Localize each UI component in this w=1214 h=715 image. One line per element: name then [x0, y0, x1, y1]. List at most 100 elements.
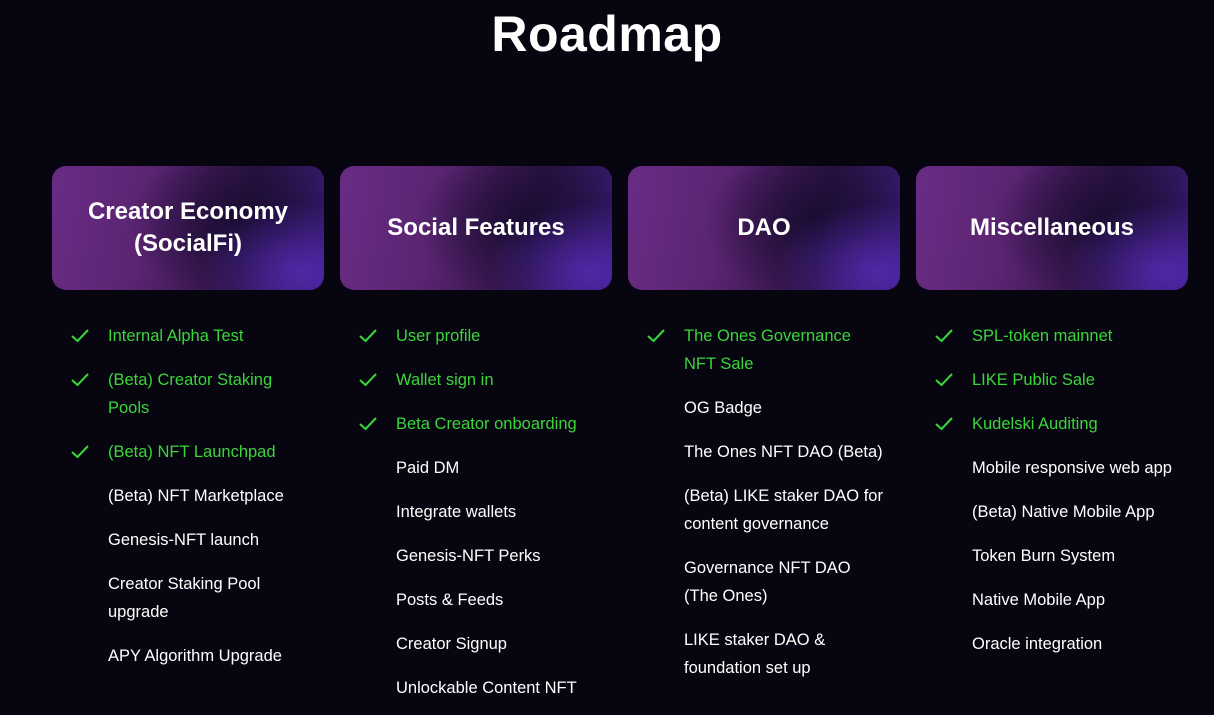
milestone-item: OG Badge: [628, 394, 900, 422]
milestone-label: Genesis-NFT Perks: [396, 547, 541, 565]
milestone-item: User profile: [340, 322, 612, 350]
check-placeholder: [934, 454, 954, 482]
check-icon: [934, 366, 954, 394]
milestone-item: Kudelski Auditing: [916, 410, 1188, 438]
milestone-item: The Ones NFT DAO (Beta): [628, 438, 900, 466]
column-title: Social Features: [387, 214, 565, 241]
check-placeholder: [934, 630, 954, 658]
milestone-item: Wallet sign in: [340, 366, 612, 394]
column-title: Miscellaneous: [969, 214, 1135, 241]
check-icon: [934, 322, 954, 350]
milestone-label: Genesis-NFT launch: [108, 531, 260, 549]
milestone-item: Beta Creator onboarding: [340, 410, 612, 438]
milestone-label: LIKE Public Sale: [972, 371, 1095, 389]
milestone-label: Token Burn System: [972, 547, 1116, 565]
check-placeholder: [646, 554, 666, 582]
milestone-label: (Beta) LIKE staker DAO for content gover…: [684, 487, 883, 533]
check-placeholder: [358, 542, 378, 570]
milestone-label: Governance NFT DAO (The Ones): [684, 559, 851, 605]
milestone-item: LIKE Public Sale: [916, 366, 1188, 394]
milestone-item: Mobile responsive web app: [916, 454, 1188, 482]
milestone-item: APY Algorithm Upgrade: [52, 642, 324, 670]
check-placeholder: [934, 542, 954, 570]
check-placeholder: [646, 626, 666, 654]
column-title: DAO: [737, 214, 791, 241]
milestone-label: The Ones Governance NFT Sale: [684, 327, 851, 373]
milestone-label: (Beta) Native Mobile App: [972, 503, 1155, 521]
milestone-label: Mobile responsive web app: [972, 459, 1172, 477]
column-header-card: Social Features: [340, 166, 612, 290]
check-icon: [646, 322, 666, 350]
check-placeholder: [70, 570, 90, 598]
roadmap-column-dao: DAO The Ones Governance NFT Sale OG Badge…: [628, 166, 900, 715]
milestone-item: Creator Staking Pool upgrade: [52, 570, 324, 626]
check-placeholder: [646, 394, 666, 422]
milestone-item: LIKE staker DAO & foundation set up: [628, 626, 900, 682]
milestone-label: SPL-token mainnet: [972, 327, 1113, 345]
milestone-item: The Ones Governance NFT Sale: [628, 322, 900, 378]
milestone-label: Unlockable Content NFT: [396, 679, 577, 697]
check-placeholder: [358, 498, 378, 526]
check-placeholder: [646, 482, 666, 510]
milestone-item: (Beta) NFT Launchpad: [52, 438, 324, 466]
check-placeholder: [70, 526, 90, 554]
milestone-item: Paid DM: [340, 454, 612, 482]
column-header-card: Creator Economy (SocialFi): [52, 166, 324, 290]
column-title: Creator Economy (SocialFi): [87, 198, 289, 257]
check-icon: [358, 366, 378, 394]
check-placeholder: [70, 482, 90, 510]
check-placeholder: [70, 642, 90, 670]
milestone-label: Creator Signup: [396, 635, 507, 653]
check-placeholder: [934, 498, 954, 526]
milestone-item: Creator Signup: [340, 630, 612, 658]
milestone-item: (Beta) LIKE staker DAO for content gover…: [628, 482, 900, 538]
check-placeholder: [358, 586, 378, 614]
check-icon: [934, 410, 954, 438]
column-header-card: DAO: [628, 166, 900, 290]
milestone-item: Integrate wallets: [340, 498, 612, 526]
check-placeholder: [934, 586, 954, 614]
check-placeholder: [358, 674, 378, 702]
check-placeholder: [358, 454, 378, 482]
milestone-item: (Beta) Native Mobile App: [916, 498, 1188, 526]
check-icon: [358, 410, 378, 438]
check-icon: [358, 322, 378, 350]
roadmap-column-creator-economy: Creator Economy (SocialFi) Internal Alph…: [52, 166, 324, 715]
milestone-label: (Beta) Creator Staking Pools: [108, 371, 273, 417]
milestone-item: Genesis-NFT launch: [52, 526, 324, 554]
milestone-label: APY Algorithm Upgrade: [108, 647, 282, 665]
milestone-label: Oracle integration: [972, 635, 1103, 653]
check-placeholder: [358, 630, 378, 658]
milestone-list: Internal Alpha Test (Beta) Creator Stakin…: [52, 322, 324, 670]
check-icon: [70, 322, 90, 350]
milestone-label: Creator Staking Pool upgrade: [108, 575, 261, 621]
milestone-label: (Beta) NFT Marketplace: [108, 487, 284, 505]
milestone-label: Kudelski Auditing: [972, 415, 1098, 433]
milestone-label: OG Badge: [684, 399, 762, 417]
milestone-item: Token Burn System: [916, 542, 1188, 570]
milestone-label: Posts & Feeds: [396, 591, 504, 609]
check-icon: [70, 438, 90, 466]
check-icon: [70, 366, 90, 394]
milestone-item: Internal Alpha Test: [52, 322, 324, 350]
milestone-item: Genesis-NFT Perks: [340, 542, 612, 570]
milestone-label: (Beta) NFT Launchpad: [108, 443, 276, 461]
milestone-item: Unlockable Content NFT: [340, 674, 612, 702]
milestone-label: LIKE staker DAO & foundation set up: [684, 631, 826, 677]
milestone-label: The Ones NFT DAO (Beta): [684, 443, 883, 461]
milestone-label: Native Mobile App: [972, 591, 1105, 609]
milestone-label: Beta Creator onboarding: [396, 415, 577, 433]
page-title: Roadmap: [491, 6, 723, 62]
milestone-label: Paid DM: [396, 459, 460, 477]
check-placeholder: [646, 438, 666, 466]
milestone-label: Wallet sign in: [396, 371, 494, 389]
milestone-label: Integrate wallets: [396, 503, 517, 521]
roadmap-columns: Creator Economy (SocialFi) Internal Alph…: [52, 166, 1192, 715]
milestone-item: Oracle integration: [916, 630, 1188, 658]
milestone-item: (Beta) Creator Staking Pools: [52, 366, 324, 422]
